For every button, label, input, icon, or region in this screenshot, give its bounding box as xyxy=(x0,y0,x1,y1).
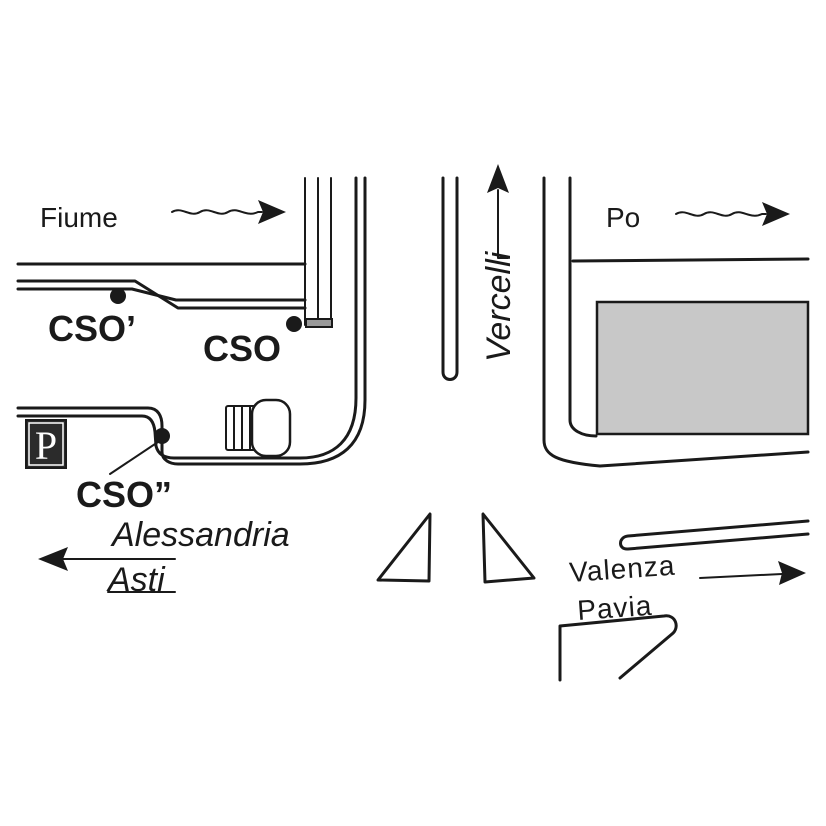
cso-dot xyxy=(286,316,302,332)
route-label-valenza: Valenza xyxy=(568,550,676,588)
traffic-island-left xyxy=(376,512,432,583)
map-labels: Fiume Po CSO’ CSO CSO” Vercelli Alessand… xyxy=(40,202,676,626)
cso-label: CSO xyxy=(203,328,281,369)
lower-left-roads xyxy=(16,176,367,466)
parking-sign-letter: P xyxy=(35,423,57,468)
right-road-outer xyxy=(542,176,810,468)
cso-points xyxy=(109,288,302,475)
lower-right-roads xyxy=(558,519,810,682)
building-block xyxy=(595,300,810,436)
route-label-asti: Asti xyxy=(106,561,166,599)
wavy-arrow-left-shaft xyxy=(171,209,263,215)
main-curve-road-outer xyxy=(16,176,367,466)
wavy-arrow-left-head xyxy=(258,200,286,224)
river-label-po: Po xyxy=(606,202,640,233)
riverside-road-inner xyxy=(16,287,307,302)
traffic-island-right xyxy=(481,512,536,584)
vehicle-cab xyxy=(250,398,292,458)
median-strip xyxy=(441,176,459,381)
median-island xyxy=(441,176,459,381)
vehicle-trailer-lines xyxy=(233,405,251,451)
route-label-vercelli: Vercelli xyxy=(480,250,518,362)
lower-right-island xyxy=(619,519,810,551)
vercelli-arrow-shaft xyxy=(497,189,509,259)
traffic-islands xyxy=(376,512,536,584)
wavy-arrow-right-head xyxy=(762,202,790,226)
direction-arrows xyxy=(38,164,806,593)
cso-prime-label: CSO’ xyxy=(48,308,136,349)
cso-double-prime-leader xyxy=(109,441,159,475)
lower-right-road xyxy=(558,614,678,682)
river-flow-arrows xyxy=(171,200,790,226)
river-label-fiume: Fiume xyxy=(40,202,118,233)
route-label-pavia: Pavia xyxy=(576,590,653,626)
route-label-alessandria: Alessandria xyxy=(110,516,290,554)
riverside-road-edge xyxy=(16,279,307,310)
bridge-gate xyxy=(305,318,333,328)
main-curve-road-inner xyxy=(16,176,358,460)
parking-sign-bg xyxy=(25,419,67,469)
right-road-inner xyxy=(568,176,598,438)
east-arrow-head xyxy=(778,561,806,585)
right-riverbank-line xyxy=(571,257,810,263)
cso-double-prime-dot xyxy=(154,428,170,444)
west-arrow-head xyxy=(38,547,68,571)
east-arrow-shaft xyxy=(699,573,783,579)
wavy-arrow-right-shaft xyxy=(675,211,767,217)
upper-left-roads xyxy=(16,177,333,328)
cso-prime-dot xyxy=(110,288,126,304)
parking-sign: P xyxy=(25,419,67,469)
parking-sign-border xyxy=(28,422,64,466)
right-block xyxy=(542,176,810,468)
cso-double-prime-label: CSO” xyxy=(76,474,172,515)
vercelli-arrow-head xyxy=(487,164,509,193)
